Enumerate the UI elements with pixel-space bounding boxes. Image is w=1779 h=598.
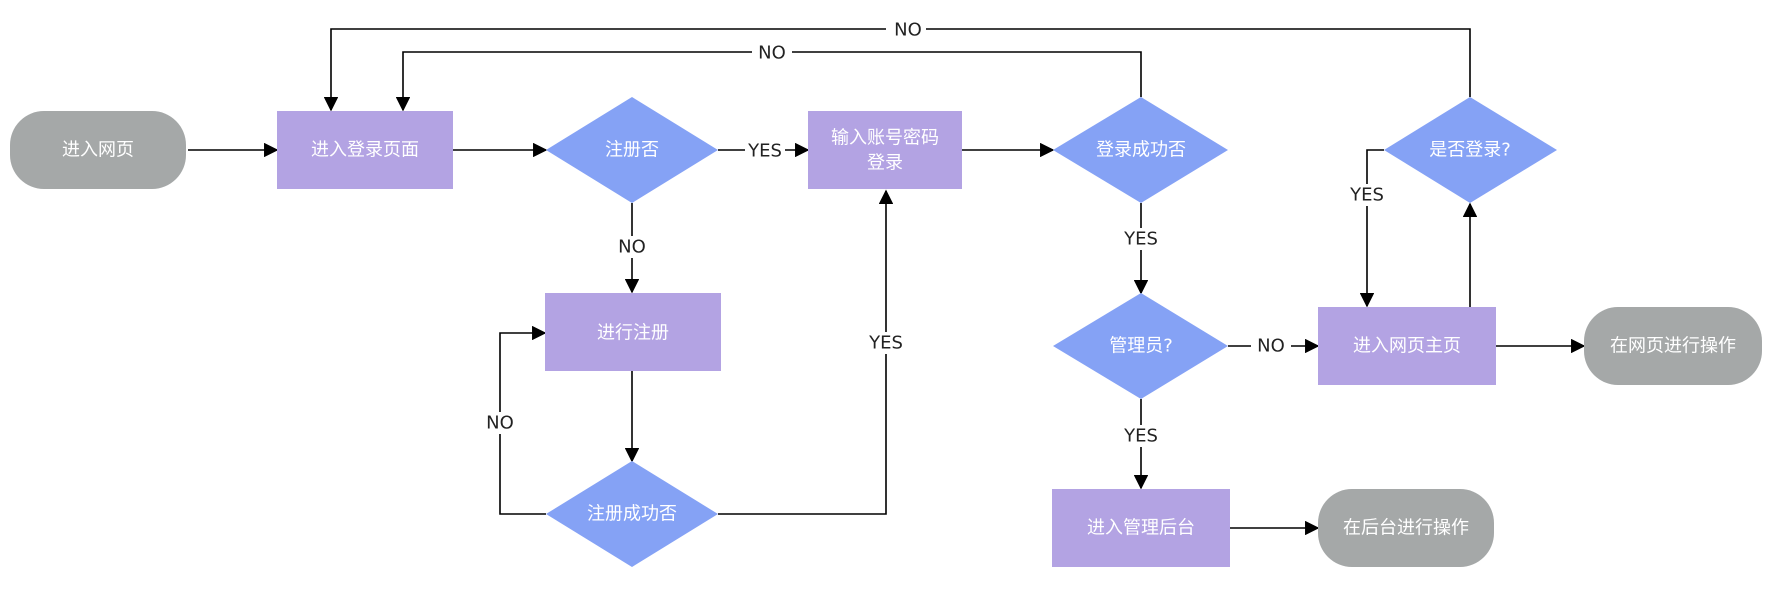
node-login-success-decision: 登录成功否	[1053, 97, 1228, 203]
node-login-page-label: 进入登录页面	[311, 140, 419, 161]
node-start-label: 进入网页	[62, 140, 134, 161]
edge-label-admin-yes: YES	[1123, 426, 1158, 447]
node-logged-in-decision-label: 是否登录?	[1429, 140, 1511, 161]
node-admin-decision: 管理员?	[1053, 293, 1228, 399]
node-admin-backend-label: 进入管理后台	[1087, 518, 1195, 539]
node-start: 进入网页	[10, 111, 186, 189]
edge-label-admin-no: NO	[1257, 336, 1285, 357]
node-homepage: 进入网页主页	[1318, 307, 1496, 385]
node-admin-backend: 进入管理后台	[1052, 489, 1230, 567]
node-enter-credentials-label-line2: 登录	[867, 153, 903, 174]
edge-label-logged-in-yes: YES	[1349, 185, 1384, 206]
node-enter-credentials: 输入账号密码 登录	[808, 111, 962, 189]
node-homepage-label: 进入网页主页	[1353, 336, 1461, 357]
node-login-success-decision-label: 登录成功否	[1096, 140, 1186, 161]
node-web-ops-label: 在网页进行操作	[1610, 336, 1736, 357]
edge-label-login-success-yes: YES	[1123, 229, 1158, 250]
node-do-register: 进行注册	[545, 293, 721, 371]
nodes: 进入网页 进入登录页面 注册否 输入账号密码 登录 登录成功否 进行注册	[10, 97, 1762, 567]
edge-label-register-success-yes: YES	[868, 333, 903, 354]
node-admin-decision-label: 管理员?	[1109, 336, 1173, 357]
edge-label-registered-yes: YES	[747, 141, 782, 162]
edge-labels: NO NO YES NO NO YES YES NO YES YES	[480, 18, 1387, 447]
edge-register-success-yes	[718, 189, 894, 515]
node-logged-in-decision: 是否登录?	[1384, 97, 1557, 203]
edge-label-second-no: NO	[758, 43, 786, 64]
node-web-ops: 在网页进行操作	[1584, 307, 1762, 385]
node-backend-ops-label: 在后台进行操作	[1343, 518, 1469, 539]
edge-label-registered-no: NO	[618, 237, 646, 258]
edge-not-logged-in-no	[323, 28, 1471, 112]
node-backend-ops: 在后台进行操作	[1318, 489, 1494, 567]
node-login-page: 进入登录页面	[277, 111, 453, 189]
edges	[188, 28, 1586, 536]
node-registered-decision-label: 注册否	[605, 140, 659, 161]
node-register-success-decision: 注册成功否	[546, 461, 718, 567]
node-registered-decision: 注册否	[546, 97, 718, 203]
node-enter-credentials-label-line1: 输入账号密码	[831, 128, 939, 149]
node-register-success-decision-label: 注册成功否	[587, 504, 677, 525]
edge-label-register-fail-no: NO	[486, 413, 514, 434]
edge-logged-in-yes	[1359, 149, 1384, 308]
edge-label-top-no: NO	[894, 20, 922, 41]
node-do-register-label: 进行注册	[597, 323, 669, 344]
